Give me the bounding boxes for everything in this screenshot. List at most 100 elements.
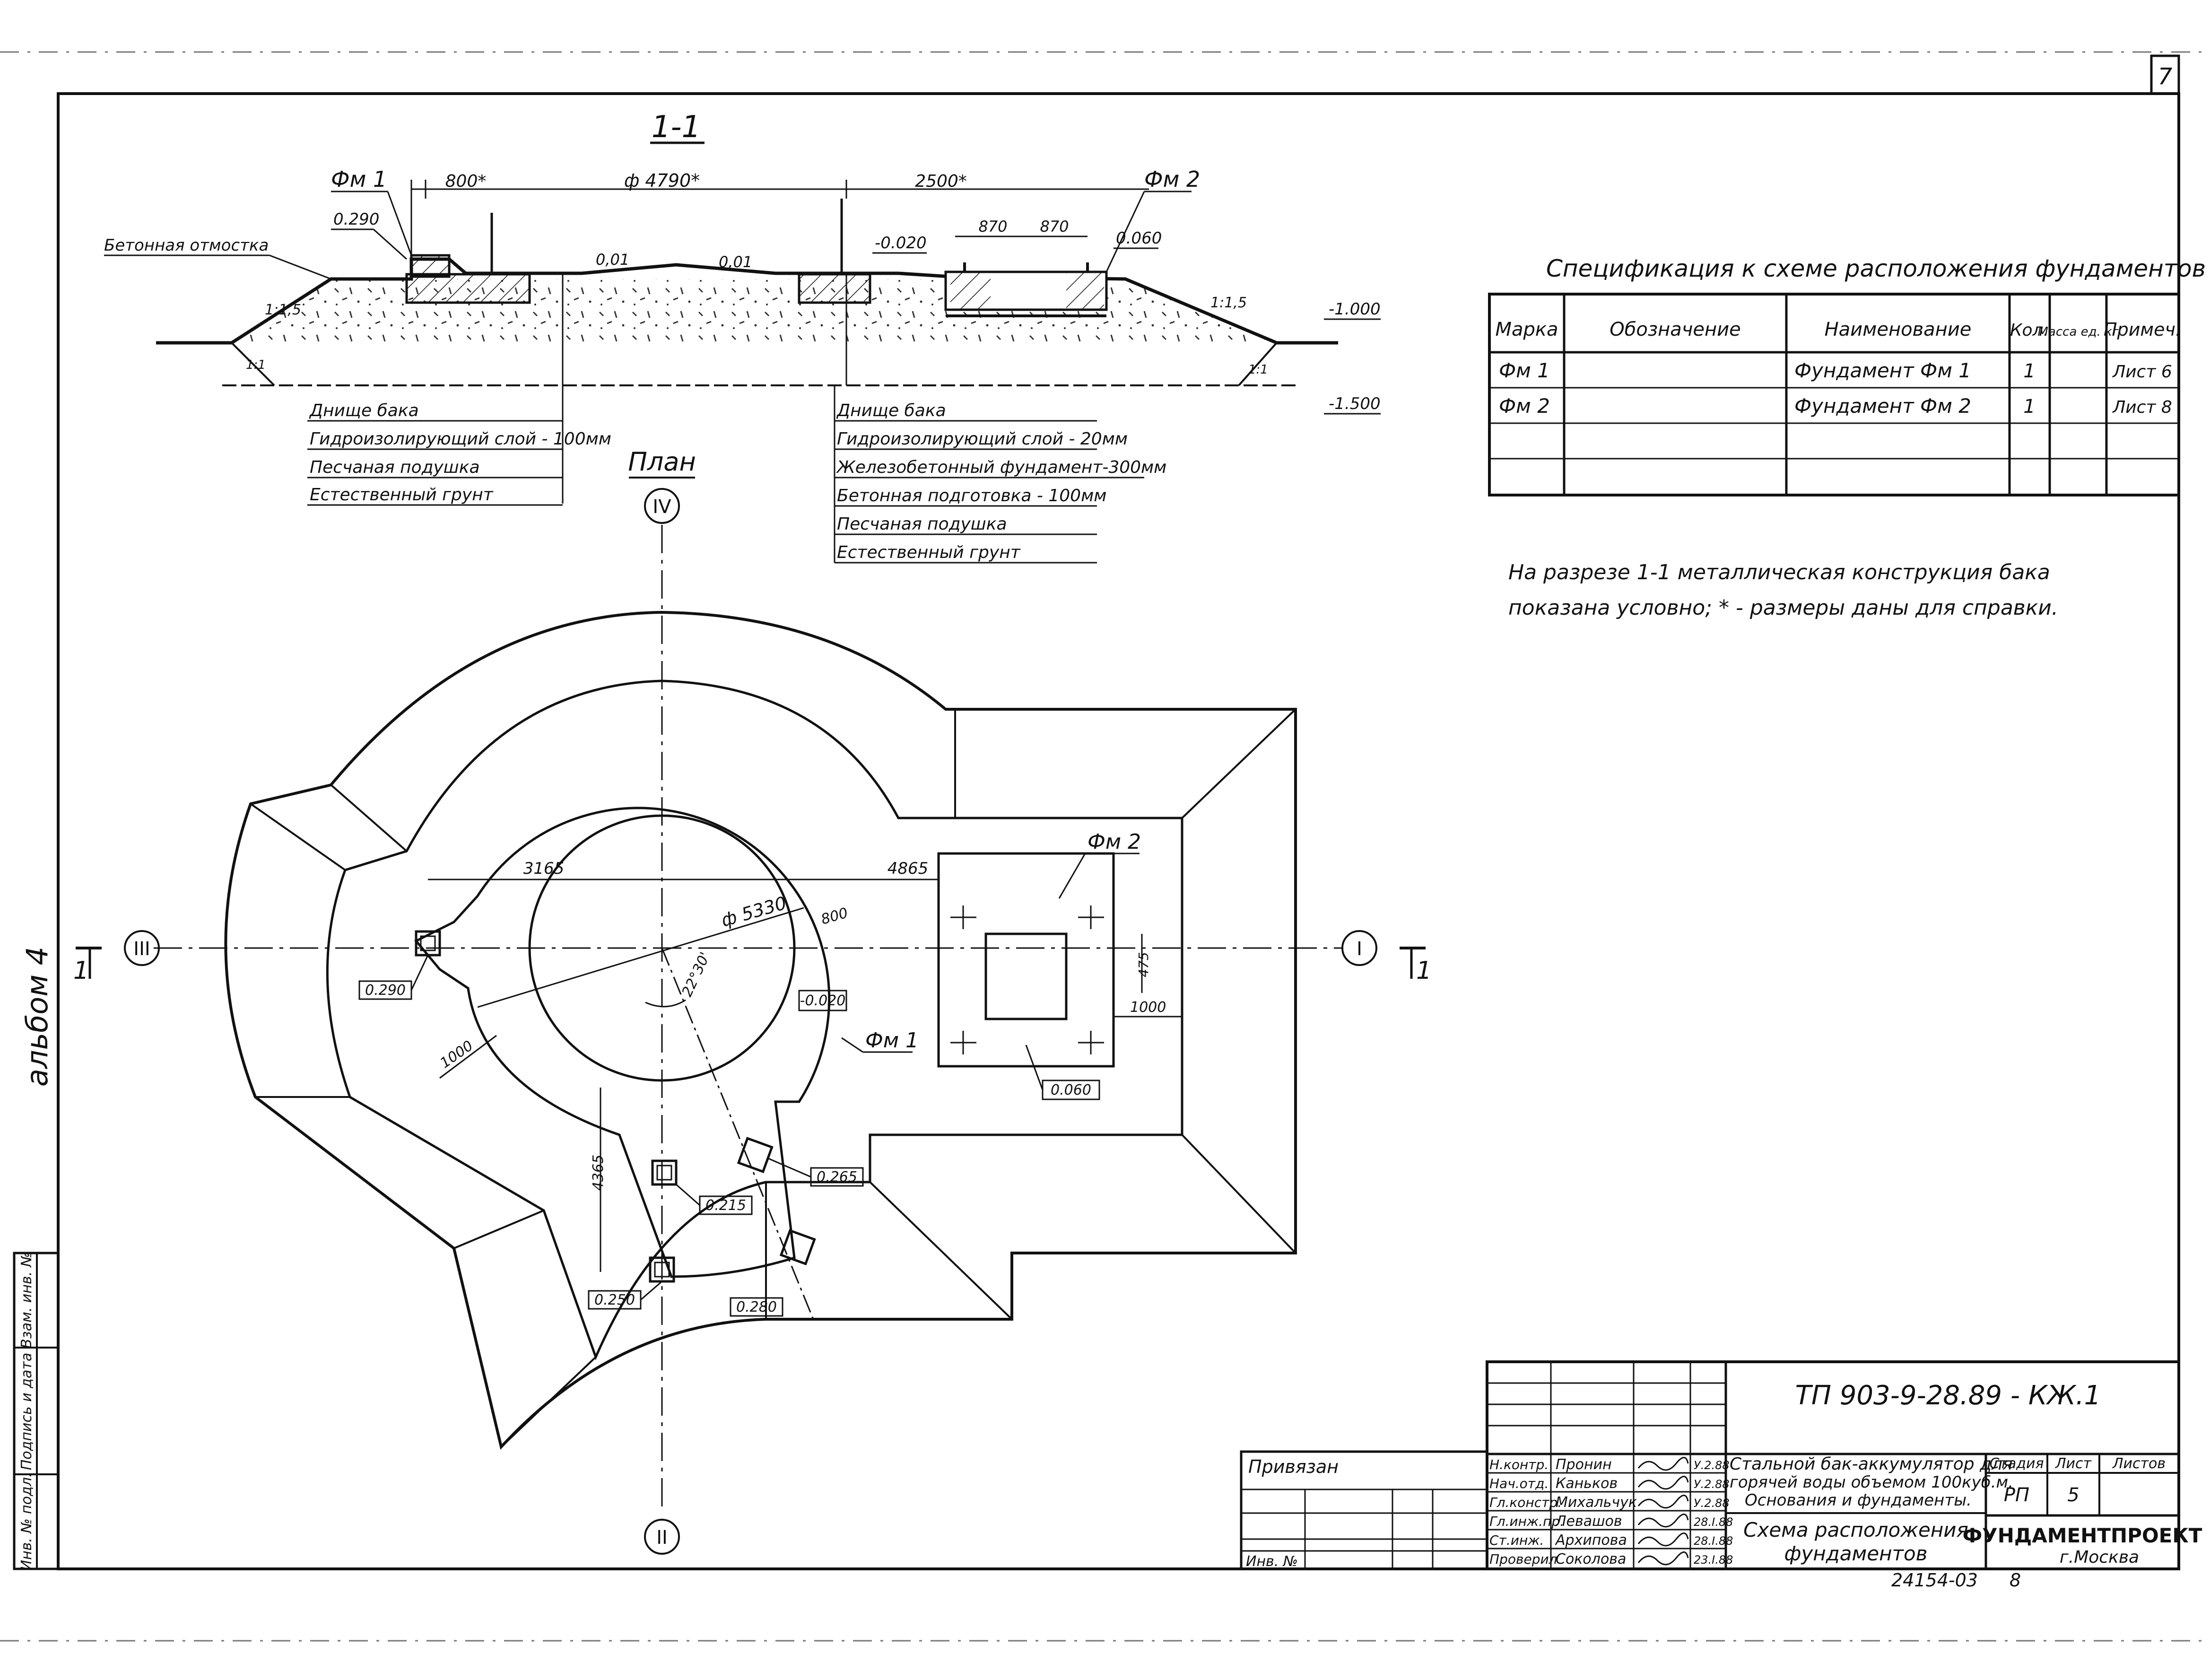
section-slope-2: 0,01	[719, 253, 752, 271]
layer-left-3: Песчаная подушка	[310, 458, 480, 477]
middle-section-footing	[798, 273, 871, 304]
sig-name: Соколова	[1556, 1551, 1626, 1567]
spec-cell: 1	[2023, 360, 2035, 382]
plan-dim-angle: 22°30'	[679, 949, 714, 999]
spec-cell: 1	[2023, 396, 2035, 418]
axis-label-left: III	[133, 938, 150, 960]
spec-cell: Фм 1	[1499, 359, 1550, 382]
spec-cell: Фундамент Фм 2	[1794, 394, 1971, 418]
drawing-title-line-2: фундаментов	[1784, 1542, 1928, 1565]
sig-name: Левашов	[1555, 1513, 1622, 1530]
layer-left-4: Естественный грунт	[310, 485, 494, 505]
layer-right-2: Гидроизолирующий слой - 20мм	[837, 429, 1128, 449]
plan-dim-4865: 4865	[887, 859, 929, 878]
plan-elev-0250: 0.250	[588, 1280, 662, 1310]
plan-dim-800: 800	[819, 905, 850, 928]
section-elev-0060: 0.060	[1116, 229, 1162, 248]
plan-elev-m0020: -0.020	[798, 990, 847, 1011]
album-label: альбом 4	[20, 947, 54, 1087]
plan-dim-475: 475	[1136, 952, 1151, 977]
layer-right-1: Днище бака	[836, 401, 946, 420]
section-elev-m1500: -1.500	[1329, 394, 1381, 413]
layer-right-3: Железобетонный фундамент-300мм	[836, 458, 1166, 477]
archive-suffix: 8	[2010, 1570, 2021, 1591]
section-slope-1: 0,01	[596, 251, 629, 269]
plan-fm2-label: Фм 2	[1088, 830, 1141, 854]
section-dim-2500: 2500*	[915, 172, 967, 191]
plan-dim-1000-right: 1000	[1130, 999, 1166, 1016]
section-dim-800: 800*	[445, 172, 487, 191]
plan-elev-0280: 0.280	[730, 1297, 783, 1317]
sig-date: У.2.88	[1694, 1459, 1730, 1472]
spec-header: Примеч.	[2104, 319, 2181, 340]
sig-date: 28.I.88	[1694, 1515, 1733, 1529]
plan-view: План	[73, 447, 1432, 1555]
section-elev-0290: 0.290	[333, 210, 379, 229]
axis-marker-top: IV	[644, 488, 680, 524]
plan-fm1-label: Фм 1	[865, 1028, 919, 1053]
left-stamp-cell: Инв. № подл.	[18, 1473, 35, 1571]
sheet-frame: 7	[0, 51, 2210, 1642]
plan-elev-0290-text: 0.290	[365, 982, 406, 999]
layer-left-1: Днище бака	[309, 401, 419, 420]
sheet-value: 5	[2067, 1484, 2079, 1506]
sig-role: Гл.инж.пр.	[1489, 1514, 1564, 1529]
plan-elev-0060-text: 0.060	[1051, 1082, 1091, 1098]
cut-marker-right: 1	[1400, 947, 1432, 985]
archive-number: 24154-03	[1891, 1570, 1978, 1591]
section-dim-870b: 870	[1040, 218, 1069, 235]
drawing-code: ТП 903-9-28.89 - КЖ.1	[1795, 1380, 2101, 1411]
layer-right-4: Бетонная подготовка - 100мм	[837, 486, 1106, 505]
title-block: ТП 903-9-28.89 - КЖ.1 Н.контр. Пронин У.…	[1486, 1360, 2202, 1570]
cut-label-right: 1	[1416, 957, 1432, 985]
spec-header: Марка	[1495, 319, 1558, 340]
privyazan-block: Привязан Инв. №	[1240, 1450, 1488, 1570]
section-dim-870a: 870	[978, 218, 1007, 235]
layer-right-6: Естественный грунт	[837, 543, 1021, 562]
plan-elev-0280-text: 0.280	[736, 1299, 777, 1315]
left-stamp: Взам. инв. № Подпись и дата Инв. № подл.	[13, 1252, 60, 1571]
sig-role: Ст.инж.	[1489, 1532, 1544, 1548]
section-ratio-small-left: 1:1	[246, 358, 266, 372]
sig-date: У.2.88	[1694, 1497, 1730, 1510]
spec-header: Масса ед. кг	[2037, 325, 2118, 339]
sig-name: Пронин	[1556, 1456, 1612, 1473]
axis-marker-right: I	[1341, 930, 1377, 966]
section-1-1: 1-1 800* ф 4790* 2500*	[104, 110, 1381, 564]
axis-label-top: IV	[653, 496, 671, 518]
spec-header: Наименование	[1825, 319, 1972, 340]
axis-label-bottom: II	[656, 1527, 668, 1549]
sig-role: Нач.отд.	[1489, 1476, 1549, 1491]
project-title-line-1: Стальной бак-аккумулятор для	[1730, 1454, 2013, 1474]
cut-label-left: 1	[73, 957, 89, 985]
company-city: г.Москва	[2060, 1548, 2139, 1567]
note-line-1: На разрезе 1-1 металлическая конструкция…	[1508, 560, 2050, 584]
left-stamp-cell: Подпись и дата	[18, 1353, 35, 1471]
section-ratio-small-right: 1:1	[1248, 363, 1268, 377]
sig-role: Проверил	[1489, 1551, 1557, 1567]
plan-title: План	[628, 447, 696, 477]
fm1-plan-outline	[414, 807, 831, 1278]
sig-role: Гл.констр.	[1489, 1495, 1562, 1510]
otmostka-label: Бетонная отмостка	[104, 236, 269, 255]
company-name: ФУНДАМЕНТПРОЕКТ	[1963, 1524, 2202, 1547]
sig-date: 28.I.88	[1694, 1534, 1733, 1548]
embankment-fill	[232, 279, 1277, 343]
spec-title: Спецификация к схеме расположения фундам…	[1546, 255, 2206, 282]
plan-dim-diameter: ф 5330	[719, 892, 789, 931]
sig-name: Архипова	[1555, 1532, 1627, 1549]
section-elev-m1000: -1.000	[1329, 300, 1381, 319]
axis-label-right: I	[1357, 938, 1362, 960]
plan-elev-0250-text: 0.250	[594, 1292, 635, 1308]
spec-cell: Лист 8	[2112, 398, 2172, 417]
note-line-2: показана условно; * - размеры даны для с…	[1508, 596, 2058, 620]
plan-elev-m0020-text: -0.020	[800, 992, 846, 1009]
plan-dim-1000-left: 1000	[437, 1037, 477, 1071]
sig-name: Каньков	[1556, 1475, 1618, 1492]
drawing-title-line-1: Схема расположения	[1743, 1518, 1968, 1541]
axis-marker-left: III	[124, 930, 160, 966]
spec-header: Обозначение	[1610, 319, 1741, 340]
spec-header: Кол.	[2010, 321, 2049, 340]
fm1-section-footing	[405, 273, 531, 304]
